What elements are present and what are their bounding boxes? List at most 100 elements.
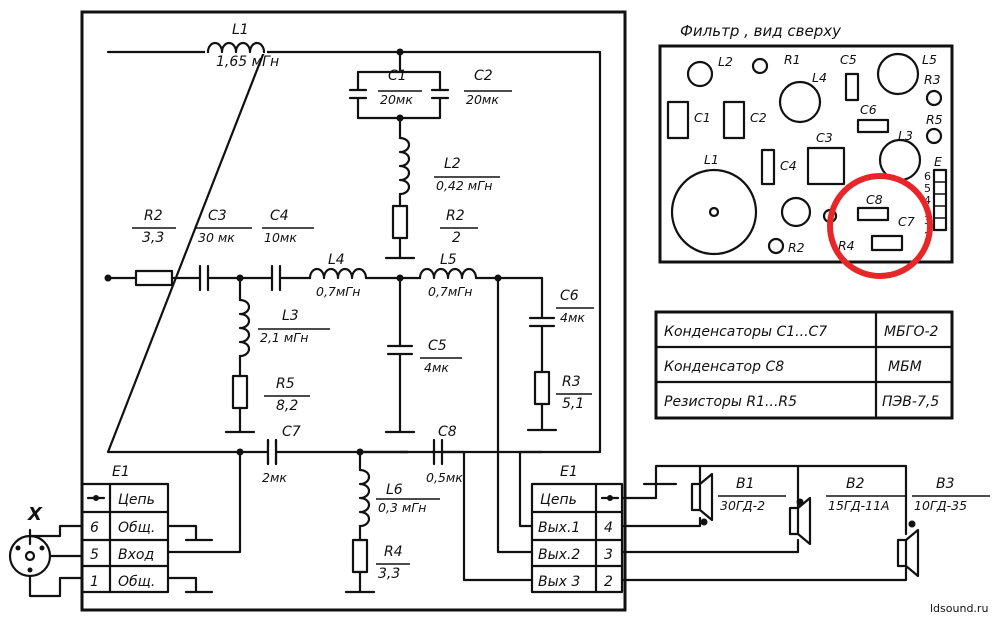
input-pin-1-label: Общ.	[118, 574, 155, 590]
board-label-L1: L1	[704, 152, 719, 167]
board-label-R3: R3	[924, 72, 941, 87]
board-label-C1: C1	[694, 110, 711, 125]
speaker-B3-model: 10ГД-35	[914, 498, 967, 513]
input-connector-header: Цепь	[118, 492, 155, 508]
value-R4: 3,3	[378, 566, 400, 582]
input-pin-1: 1	[90, 574, 99, 590]
coil-L4	[308, 267, 368, 280]
label-L1: L1	[232, 22, 249, 38]
coil-L2	[398, 136, 411, 196]
speaker-B1: B1 30ГД-2	[690, 472, 786, 526]
board-label-C7: C7	[898, 214, 915, 229]
parts-row-2-item: Конденсатор C8	[664, 359, 784, 375]
label-L2: L2	[444, 156, 461, 172]
resistor-R2-upper	[391, 204, 409, 240]
output-connector-title: E1	[560, 464, 578, 480]
wire-out1	[518, 450, 544, 528]
label-R3: R3	[562, 374, 581, 390]
speaker-signal-wires	[620, 516, 908, 582]
value-C1: 20мк	[380, 92, 413, 107]
board-label-C8: C8	[866, 192, 883, 207]
label-C6: C6	[560, 288, 579, 304]
speaker-B1-name: B1	[736, 476, 755, 492]
board-label-R5: R5	[926, 112, 943, 127]
board-label-L2: L2	[718, 54, 733, 69]
value-R2-lower: 3,3	[142, 230, 164, 246]
value-L2: 0,42 мГн	[436, 178, 492, 193]
board-label-C3: C3	[816, 130, 833, 145]
main-bus	[106, 50, 602, 454]
plug-label: X	[27, 504, 43, 525]
coil-L6	[358, 468, 371, 528]
output-pin-3: 3	[604, 547, 613, 563]
speaker-B3-name: B3	[936, 476, 955, 492]
input-pin-6-label: Общ.	[118, 520, 155, 536]
coil-L3	[238, 298, 251, 358]
input-pin-5: 5	[90, 547, 99, 563]
label-C1: C1	[388, 68, 407, 84]
speaker-B1-model: 30ГД-2	[720, 498, 765, 513]
label-C4: C4	[270, 208, 289, 224]
board-label-R1: R1	[784, 52, 801, 67]
label-C8: C8	[438, 424, 457, 440]
output-pin-2-label: Вых 3	[538, 574, 580, 590]
label-C3: C3	[208, 208, 227, 224]
parts-row-3-type: ПЭВ-7,5	[882, 394, 939, 410]
input-connector-title: E1	[112, 464, 130, 480]
board-label-C2: C2	[750, 110, 767, 125]
resistor-R2-lower	[134, 269, 174, 287]
board-label-C4: C4	[780, 158, 797, 173]
highlight-circle	[827, 173, 933, 279]
resistor-R4	[351, 538, 369, 574]
output-pin-3-label: Вых.2	[538, 547, 580, 563]
value-C4: 10мк	[264, 230, 297, 245]
output-pin-4-label: Вых.1	[538, 520, 580, 536]
watermark: ldsound.ru	[930, 602, 988, 615]
board-label-L4: L4	[812, 70, 827, 85]
speaker-B2-name: B2	[846, 476, 865, 492]
board-pin-5: 5	[924, 182, 931, 195]
output-pin-4: 4	[604, 520, 613, 536]
speaker-B3: B3 10ГД-35	[896, 476, 990, 578]
capacitor-C6	[528, 276, 556, 374]
label-C7: C7	[282, 424, 301, 440]
board-label-E: E	[934, 154, 942, 169]
value-C8: 0,5мк	[426, 470, 463, 485]
board-label-R4: R4	[838, 238, 855, 253]
input-pin-5-label: Вход	[118, 547, 154, 563]
speaker-B2: B2 15ГД-11А	[788, 476, 906, 546]
value-L5: 0,7мГн	[428, 284, 472, 299]
board-pin-4: 4	[924, 194, 931, 207]
label-R4: R4	[384, 544, 403, 560]
label-L6: L6	[386, 482, 403, 498]
input-connector: E1 Цепь 6 Общ. 5 Вход 1 Общ.	[80, 464, 170, 594]
value-C2: 20мк	[466, 92, 499, 107]
input-plug: X	[8, 504, 84, 598]
board-label-C5: C5	[840, 52, 857, 67]
value-L6: 0,3 мГн	[378, 500, 426, 515]
board-label-C6: C6	[860, 102, 877, 117]
label-R2-lower: R2	[144, 208, 163, 224]
output-connector: E1 Цепь Вых.1 4 Вых.2 3 Вых 3 2	[530, 464, 624, 594]
value-C5: 4мк	[424, 360, 449, 375]
value-L1: 1,65 мГн	[216, 54, 279, 70]
resistor-R3	[533, 370, 551, 406]
value-C6: 4мк	[560, 310, 585, 325]
label-L4: L4	[328, 252, 345, 268]
value-L4: 0,7мГн	[316, 284, 360, 299]
output-connector-header: Цепь	[540, 492, 577, 508]
parts-row-1-type: МБГО-2	[884, 324, 939, 340]
board-label-L3: L3	[898, 128, 913, 143]
capacitor-C3	[198, 264, 210, 292]
board-label-R2: R2	[788, 240, 805, 255]
board-title: Фильтр , вид сверху	[680, 22, 842, 40]
input-pin-6: 6	[90, 520, 99, 536]
value-L3: 2,1 мГн	[260, 330, 308, 345]
parts-table: Конденсаторы C1...C7 МБГО-2 Конденсатор …	[654, 310, 954, 420]
speaker-common-wire	[620, 464, 908, 536]
value-R5: 8,2	[276, 398, 298, 414]
board-pin-6: 6	[924, 170, 931, 183]
value-R3: 5,1	[562, 396, 584, 412]
speaker-B2-model: 15ГД-11А	[828, 498, 890, 513]
